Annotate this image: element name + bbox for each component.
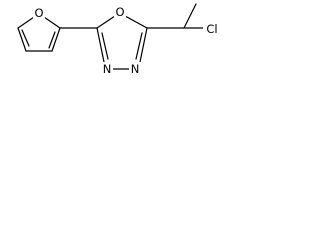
bond-furan-c4-c5-inner xyxy=(21,29,30,47)
atom-label-chlorine: Cl xyxy=(206,22,217,36)
oxadiazole-ring xyxy=(96,15,148,70)
bond-oxa-n3-c2 xyxy=(96,27,105,63)
atom-label-ring-oxygen: O xyxy=(115,5,124,19)
bond-furan-c2-c3-inner xyxy=(48,31,56,49)
bond-furan-c4-c5 xyxy=(17,27,27,52)
atom-label-nitrogen-left-group: N xyxy=(101,62,113,76)
bond-oxa-o1-c5 xyxy=(124,15,148,29)
bond-oxa-n3-c2-inner xyxy=(101,32,109,60)
atom-label-nitrogen-left: N xyxy=(103,62,112,76)
molecule-structure-diagram: O O N N Cl xyxy=(17,3,221,76)
atom-label-furan-oxygen: O xyxy=(34,6,43,20)
bond-oxa-c5-n4 xyxy=(139,27,148,63)
atom-label-nitrogen-right: N xyxy=(131,62,140,76)
atom-label-chlorine-group: Cl xyxy=(203,22,221,36)
bond-furan-c2-c3 xyxy=(51,27,61,52)
atom-label-nitrogen-right-group: N xyxy=(129,62,141,76)
bond-ch-to-methyl xyxy=(183,3,197,29)
atom-label-ring-oxygen-group: O xyxy=(114,5,126,19)
furan-ring xyxy=(17,14,61,52)
chloroethyl-group xyxy=(146,3,204,29)
bond-oxa-c5-n4-inner xyxy=(135,32,143,60)
bond-oxa-c2-o1 xyxy=(96,15,116,29)
atom-label-furan-oxygen-group: O xyxy=(33,6,45,20)
